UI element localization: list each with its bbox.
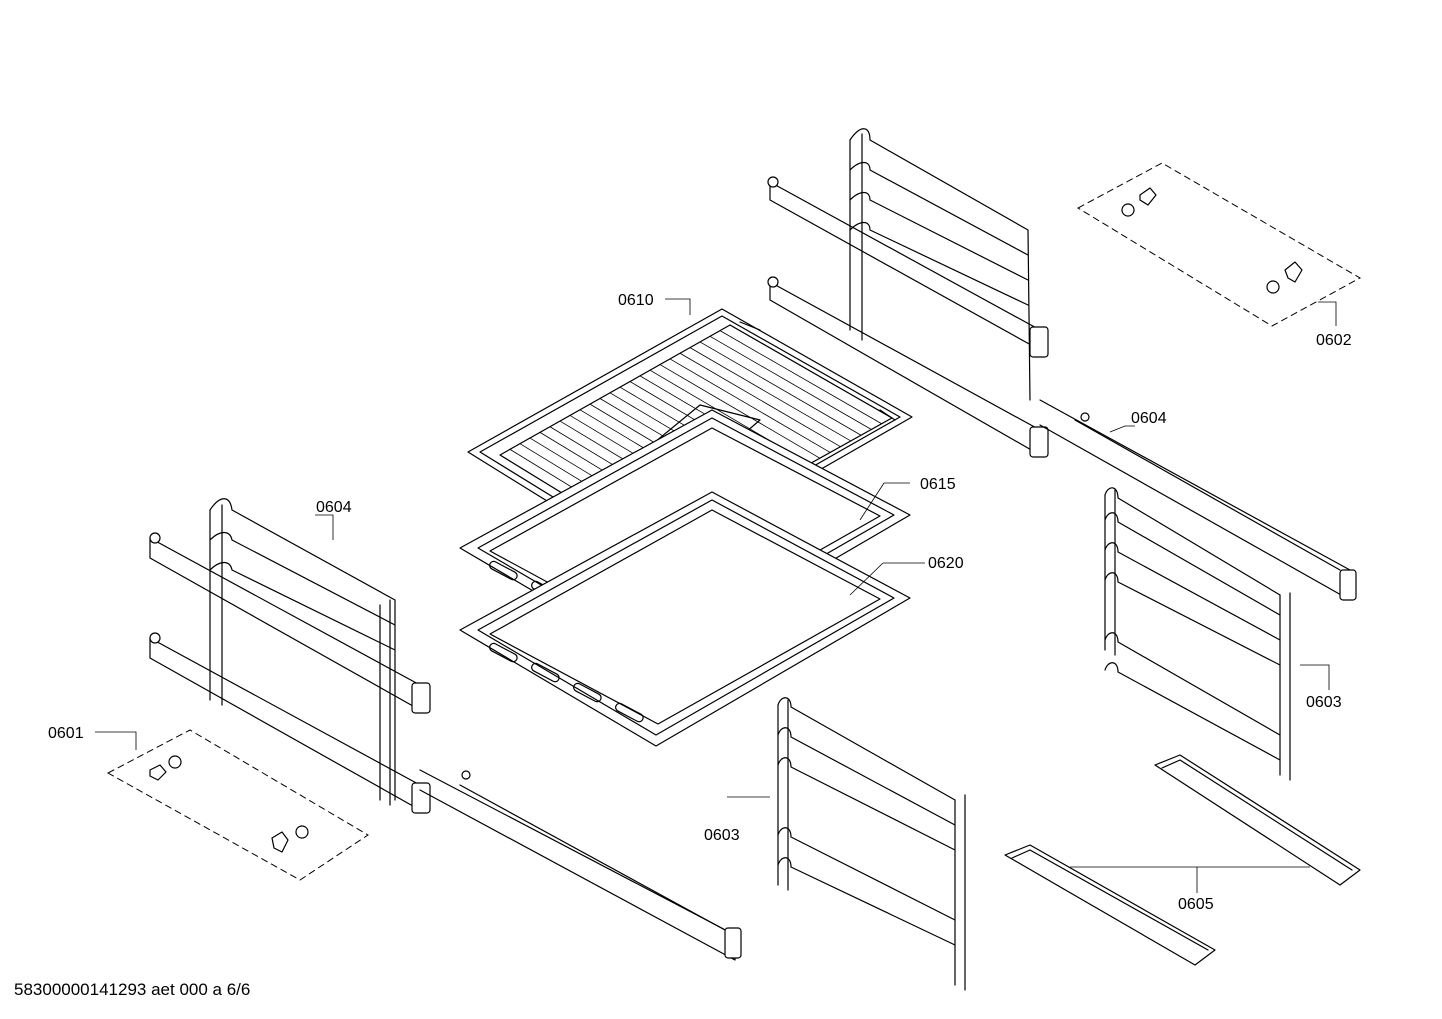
side-rack-0604-left [149,498,742,961]
document-id: 58300000141293 aet 000 a 6/6 [14,980,251,999]
label-0603-center: 0603 [704,827,740,844]
label-0610: 0610 [618,292,654,309]
label-0620: 0620 [928,555,964,572]
fastener-set-0601 [106,729,369,881]
label-0604-left: 0604 [316,499,352,516]
label-0601: 0601 [48,725,84,742]
wire-side-rack-0603-right [1104,487,1291,781]
label-0603-right: 0603 [1306,694,1342,711]
label-0602: 0602 [1316,332,1352,349]
deep-tray-0620 [459,491,911,747]
leader-lines [95,298,1337,893]
label-0604-right: 0604 [1131,410,1167,427]
wire-side-rack-0603-center [777,697,966,991]
label-0615: 0615 [920,476,956,493]
fastener-set-0602 [1076,162,1362,327]
side-rack-0604-right [767,128,1357,601]
label-0605: 0605 [1178,896,1214,913]
rail-bars-0605 [1004,754,1361,966]
